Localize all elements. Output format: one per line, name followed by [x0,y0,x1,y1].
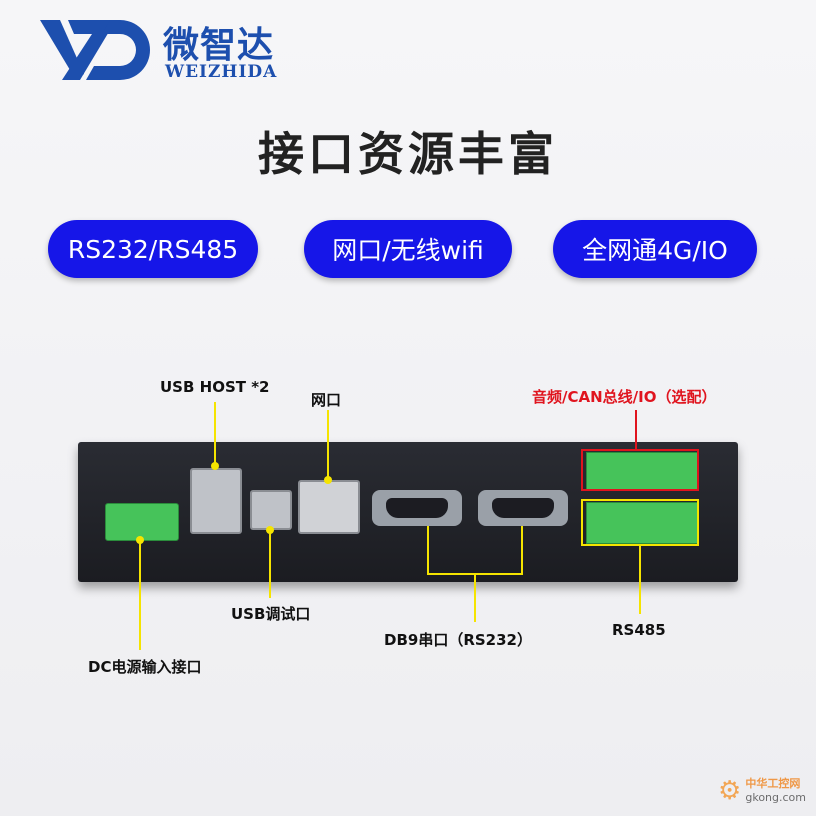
label-db9: DB9串口（RS232） [384,631,532,649]
label-optional: 音频/CAN总线/IO（选配） [532,388,717,406]
brand-name-en: WEIZHIDA [165,62,278,82]
db9-port-1 [372,490,462,526]
optional-terminal [586,452,698,490]
feature-pill-4g: 全网通4G/IO [553,220,757,278]
rs485-terminal [586,502,698,544]
label-usb-debug: USB调试口 [231,605,311,623]
label-rs485: RS485 [612,621,666,639]
label-dc-input: DC电源输入接口 [88,658,202,676]
dc-terminal [105,503,179,541]
feature-pill-network: 网口/无线wifi [304,220,512,278]
label-usb-host: USB HOST *2 [160,378,270,396]
feature-pill-serial: RS232/RS485 [48,220,258,278]
vzd-logo-mark [40,20,150,80]
watermark-cn: 中华工控网 [745,777,801,790]
page-title: 接口资源丰富 [258,127,558,181]
gkong-watermark: ⚙ 中华工控网 gkong.com [718,776,806,806]
watermark-url: gkong.com [745,791,806,804]
label-lan: 网口 [311,391,342,409]
gear-icon: ⚙ [718,776,742,806]
brand-name-cn: 微智达 [163,25,275,66]
db9-port-2 [478,490,568,526]
